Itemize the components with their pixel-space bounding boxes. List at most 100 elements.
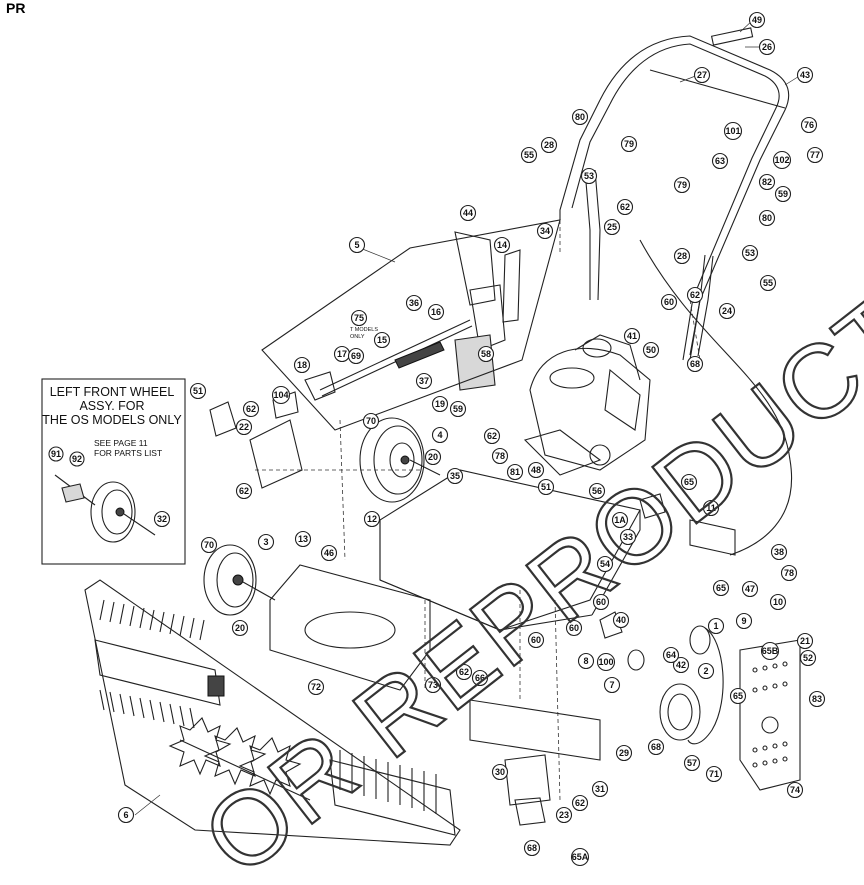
callout-75: 75 bbox=[350, 309, 368, 327]
callout-74: 74 bbox=[786, 781, 804, 799]
flail-blade-stack bbox=[329, 750, 456, 836]
callout-68: 68 bbox=[647, 738, 665, 756]
callout-label: 24 bbox=[722, 306, 732, 316]
inset-wheel bbox=[90, 481, 136, 543]
callout-49: 49 bbox=[748, 11, 766, 29]
callout-37: 37 bbox=[415, 372, 433, 390]
callout-label: 50 bbox=[646, 345, 656, 355]
callout-label: 72 bbox=[311, 682, 321, 692]
callout-65A: 65A bbox=[570, 847, 590, 867]
callout-53: 53 bbox=[741, 244, 759, 262]
callout-30: 30 bbox=[491, 763, 509, 781]
callout-label: 78 bbox=[784, 568, 794, 578]
callout-62: 62 bbox=[242, 400, 260, 418]
callout-62: 62 bbox=[571, 794, 589, 812]
callout-label: 1A bbox=[614, 515, 626, 525]
reel-tines bbox=[99, 599, 205, 729]
callout-label: 65B bbox=[762, 646, 779, 656]
inset-title-line-1: LEFT FRONT WHEEL bbox=[50, 385, 175, 399]
callout-label: 69 bbox=[351, 351, 361, 361]
callout-28: 28 bbox=[540, 136, 558, 154]
callout-label: 79 bbox=[624, 139, 634, 149]
callout-23: 23 bbox=[555, 806, 573, 824]
callout-33: 33 bbox=[619, 528, 637, 546]
callout-label: 48 bbox=[531, 465, 541, 475]
callout-72: 72 bbox=[307, 678, 325, 696]
callout-label: 31 bbox=[595, 784, 605, 794]
callout-label: 42 bbox=[676, 660, 686, 670]
callout-label: 54 bbox=[600, 559, 610, 569]
callout-46: 46 bbox=[320, 544, 338, 562]
callout-101: 101 bbox=[723, 121, 743, 141]
callout-24: 24 bbox=[718, 302, 736, 320]
callout-55: 55 bbox=[520, 146, 538, 164]
callout-label: 8 bbox=[583, 656, 588, 666]
callout-label: 49 bbox=[752, 15, 762, 25]
callout-label: 27 bbox=[697, 70, 707, 80]
callout-label: 62 bbox=[487, 431, 497, 441]
part-callouts: 11A2345678910111213141516171819202021222… bbox=[117, 11, 826, 867]
callout-label: 59 bbox=[778, 189, 788, 199]
callout-label: 16 bbox=[431, 307, 441, 317]
callout-label: 64 bbox=[666, 650, 676, 660]
callout-65: 65 bbox=[712, 579, 730, 597]
callout-label: 19 bbox=[435, 399, 445, 409]
callout-label: 65 bbox=[684, 477, 694, 487]
callout-label: 68 bbox=[690, 359, 700, 369]
callout-label: 15 bbox=[377, 335, 387, 345]
callout-label: 75 bbox=[354, 313, 364, 323]
callout-label: 78 bbox=[495, 451, 505, 461]
callout-label: 32 bbox=[157, 514, 167, 524]
callout-44: 44 bbox=[459, 204, 477, 222]
callout-label: 83 bbox=[812, 694, 822, 704]
callout-6: 6 bbox=[117, 806, 135, 824]
callout-label: 20 bbox=[428, 452, 438, 462]
callout-label: 65 bbox=[733, 691, 743, 701]
callout-label: 65A bbox=[572, 852, 589, 862]
callout-4: 4 bbox=[431, 426, 449, 444]
callout-inset-92: 92 bbox=[69, 451, 85, 467]
callout-label: 68 bbox=[651, 742, 661, 752]
callout-label: 44 bbox=[463, 208, 473, 218]
callout-2: 2 bbox=[697, 662, 715, 680]
callout-16: 16 bbox=[427, 303, 445, 321]
callout-label: 18 bbox=[297, 360, 307, 370]
callout-9: 9 bbox=[735, 612, 753, 630]
callout-48: 48 bbox=[527, 461, 545, 479]
callout-label: 14 bbox=[497, 240, 507, 250]
callout-52: 52 bbox=[799, 649, 817, 667]
callout-label: 25 bbox=[607, 222, 617, 232]
callout-25: 25 bbox=[603, 218, 621, 236]
callout-label: 41 bbox=[627, 331, 637, 341]
callout-label: 100 bbox=[598, 657, 613, 667]
callout-label: 62 bbox=[575, 798, 585, 808]
callout-22: 22 bbox=[235, 418, 253, 436]
callout-60: 60 bbox=[592, 593, 610, 611]
callout-label: 21 bbox=[800, 636, 810, 646]
callout-68: 68 bbox=[523, 839, 541, 857]
belt-guard-perforations bbox=[752, 661, 788, 768]
callout-label: 60 bbox=[664, 297, 674, 307]
callout-label: 104 bbox=[273, 390, 288, 400]
callout-label: 30 bbox=[495, 767, 505, 777]
callout-label: 60 bbox=[531, 635, 541, 645]
callout-62: 62 bbox=[616, 198, 634, 216]
inset-note-line-2: FOR PARTS LIST bbox=[94, 448, 162, 458]
callout-5: 5 bbox=[348, 236, 366, 254]
callout-label: 73 bbox=[428, 680, 438, 690]
callout-label: 70 bbox=[204, 540, 214, 550]
callout-65: 65 bbox=[680, 473, 698, 491]
callout-20: 20 bbox=[424, 448, 442, 466]
callout-47: 47 bbox=[741, 580, 759, 598]
callout-label: 53 bbox=[745, 248, 755, 258]
callout-label: 37 bbox=[419, 376, 429, 386]
callout-62: 62 bbox=[686, 286, 704, 304]
callout-label: 26 bbox=[762, 42, 772, 52]
callout-11: 11 bbox=[702, 499, 720, 517]
callout-32: 32 bbox=[153, 510, 171, 528]
callout-60: 60 bbox=[660, 293, 678, 311]
callout-label: 102 bbox=[774, 155, 789, 165]
callout-label: 80 bbox=[575, 112, 585, 122]
